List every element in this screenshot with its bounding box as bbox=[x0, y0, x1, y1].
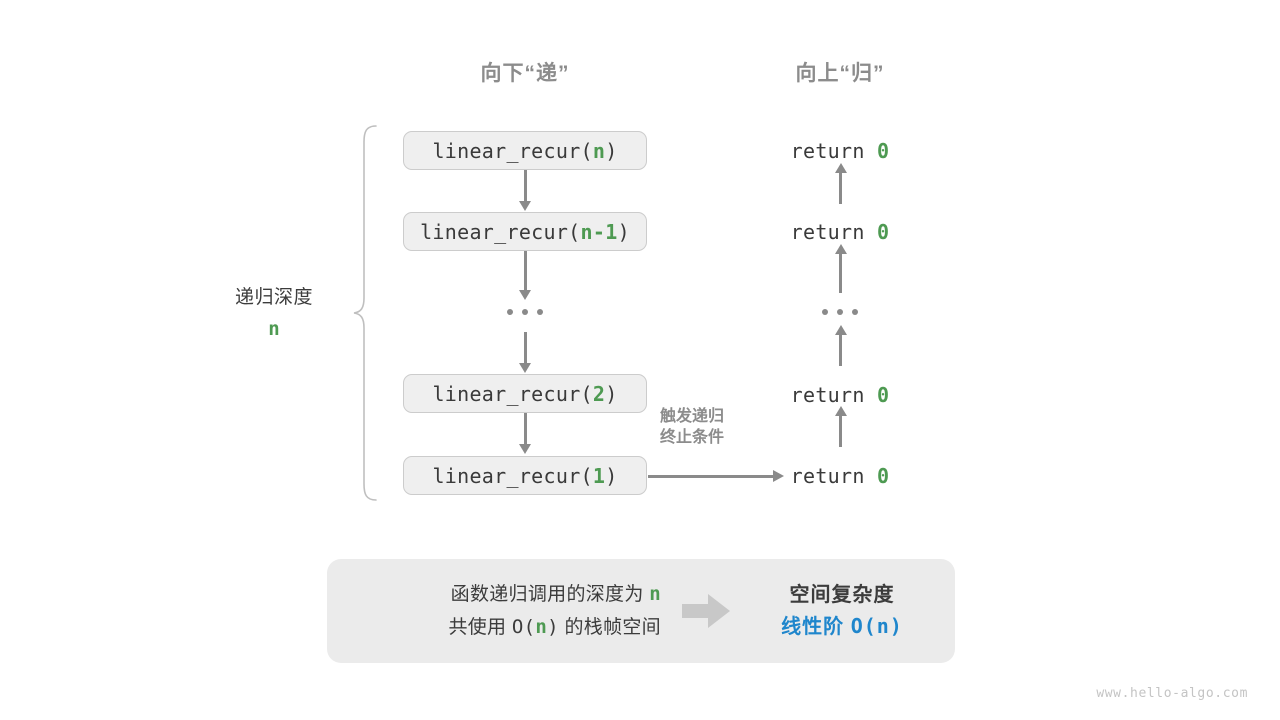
return-keyword: return bbox=[790, 383, 878, 407]
return-value: 0 bbox=[877, 464, 890, 488]
call-box-arg: 2 bbox=[592, 381, 606, 406]
call-box[interactable]: linear_recur(n) bbox=[403, 131, 647, 170]
return-value: 0 bbox=[877, 383, 890, 407]
recursion-depth-brace bbox=[353, 125, 377, 501]
call-down-arrow bbox=[523, 251, 527, 291]
call-box-prefix: linear_recur( bbox=[420, 219, 581, 244]
recursion-depth-label: 递归深度 n bbox=[235, 282, 313, 340]
return-keyword: return bbox=[790, 220, 878, 244]
summary-line-2: 共使用 O(n) 的栈帧空间 bbox=[327, 611, 661, 644]
call-ellipsis bbox=[507, 309, 543, 315]
call-box-suffix: ) bbox=[605, 463, 618, 488]
dot bbox=[507, 309, 513, 315]
call-down-arrow bbox=[523, 413, 527, 445]
space-complexity-value: 线性阶 O(n) bbox=[737, 611, 947, 643]
dot bbox=[837, 309, 843, 315]
base-case-arrow bbox=[648, 474, 774, 478]
return-up-arrow bbox=[839, 415, 842, 447]
return-label: return 0 bbox=[791, 139, 890, 163]
return-value: 0 bbox=[877, 139, 890, 163]
call-box[interactable]: linear_recur(1) bbox=[403, 456, 647, 495]
column-header-descend: 向下“递” bbox=[480, 62, 570, 85]
return-value: 0 bbox=[877, 220, 890, 244]
return-ellipsis bbox=[822, 309, 858, 315]
call-down-arrow bbox=[523, 170, 527, 202]
summary-right-text: 空间复杂度 线性阶 O(n) bbox=[737, 580, 955, 643]
return-keyword: return bbox=[790, 464, 878, 488]
summary-line-1-prefix: 函数递归调用的深度为 bbox=[450, 584, 650, 605]
call-box-suffix: ) bbox=[617, 219, 630, 244]
summary-line-2-suffix: 的栈帧空间 bbox=[558, 617, 661, 638]
return-up-arrow bbox=[839, 253, 842, 293]
termination-condition-note: 触发递归 终止条件 bbox=[660, 408, 725, 446]
complexity-notation: O(n) bbox=[850, 613, 903, 638]
summary-line-1: 函数递归调用的深度为 n bbox=[327, 578, 661, 611]
return-keyword: return bbox=[790, 139, 878, 163]
summary-line-2-open: O( bbox=[511, 616, 536, 638]
call-box-arg: n-1 bbox=[580, 219, 618, 244]
return-label: return 0 bbox=[791, 220, 890, 244]
summary-left-text: 函数递归调用的深度为 n 共使用 O(n) 的栈帧空间 bbox=[327, 578, 675, 644]
return-label: return 0 bbox=[791, 383, 890, 407]
call-box-arg: n bbox=[592, 138, 606, 163]
recursion-depth-value: n bbox=[268, 318, 280, 340]
return-up-arrow bbox=[839, 172, 842, 204]
column-header-ascend: 向上“归” bbox=[795, 62, 885, 85]
dot bbox=[852, 309, 858, 315]
summary-line-2-close: ) bbox=[547, 616, 559, 638]
call-box-arg: 1 bbox=[592, 463, 606, 488]
call-box-suffix: ) bbox=[605, 381, 618, 406]
call-box-suffix: ) bbox=[605, 138, 618, 163]
site-watermark: www.hello-algo.com bbox=[1096, 686, 1248, 701]
summary-line-1-var: n bbox=[649, 583, 661, 605]
right-arrow-icon bbox=[675, 594, 737, 628]
call-box[interactable]: linear_recur(n-1) bbox=[403, 212, 647, 251]
summary-line-2-var: n bbox=[535, 616, 548, 638]
summary-line-2-prefix: 共使用 bbox=[448, 617, 512, 638]
recursion-depth-title: 递归深度 bbox=[234, 287, 314, 308]
space-complexity-caption: 空间复杂度 bbox=[789, 583, 895, 606]
complexity-summary-panel: 函数递归调用的深度为 n 共使用 O(n) 的栈帧空间 空间复杂度 线性阶 O(… bbox=[327, 559, 955, 663]
complexity-order-label: 线性阶 bbox=[781, 615, 851, 638]
call-down-arrow bbox=[523, 332, 527, 364]
return-label: return 0 bbox=[791, 464, 890, 488]
dot bbox=[537, 309, 543, 315]
call-box-prefix: linear_recur( bbox=[432, 381, 593, 406]
call-box[interactable]: linear_recur(2) bbox=[403, 374, 647, 413]
call-box-prefix: linear_recur( bbox=[432, 138, 593, 163]
call-box-prefix: linear_recur( bbox=[432, 463, 593, 488]
dot bbox=[522, 309, 528, 315]
return-up-arrow bbox=[839, 334, 842, 366]
dot bbox=[822, 309, 828, 315]
